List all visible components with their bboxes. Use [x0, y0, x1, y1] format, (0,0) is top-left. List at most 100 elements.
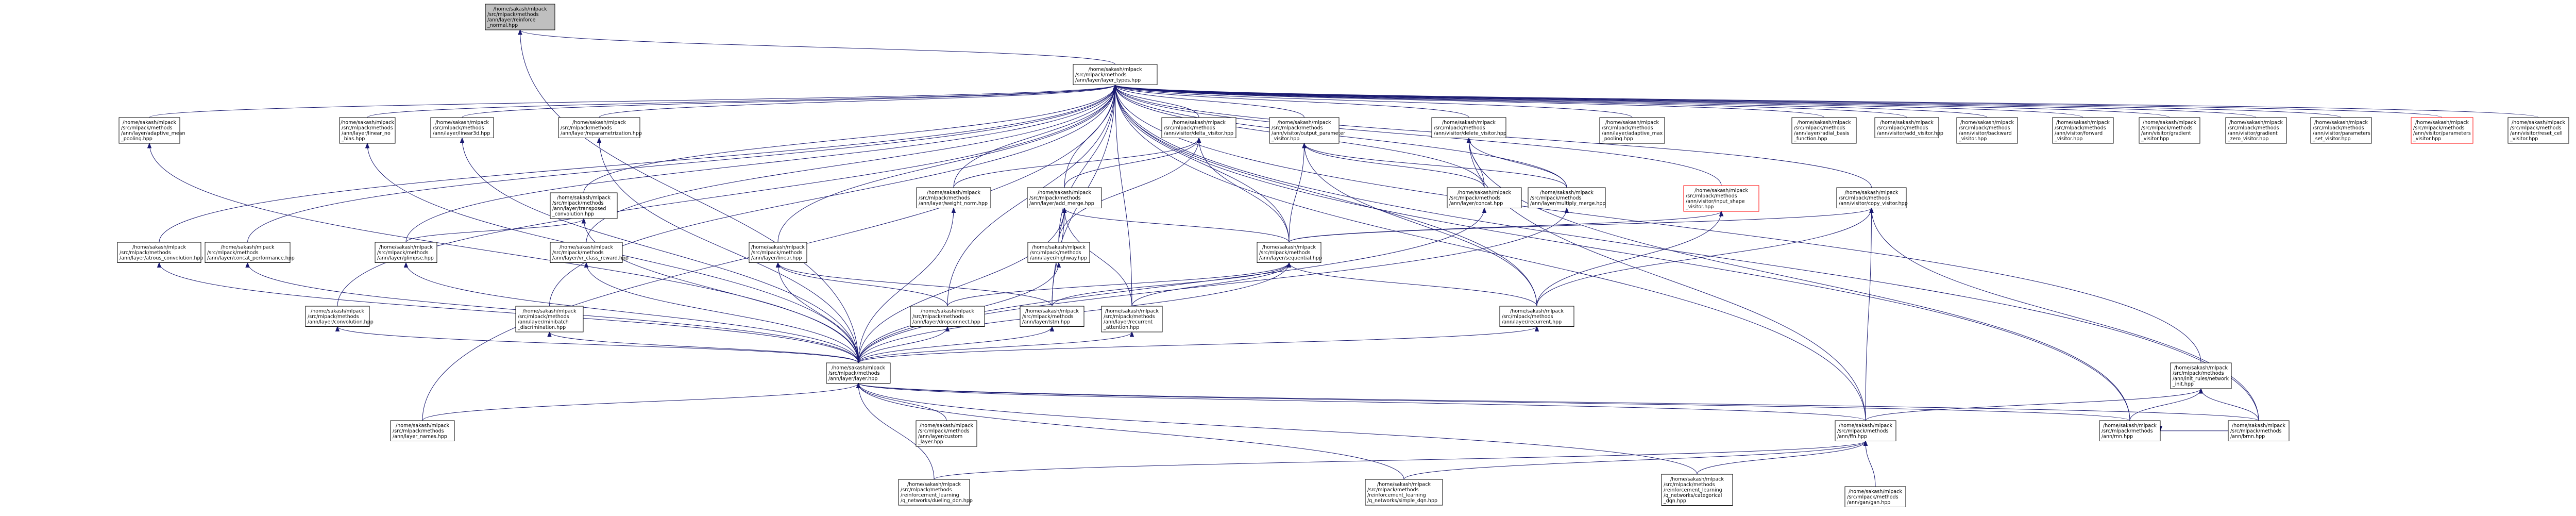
- file-node[interactable]: /home/sakash/mlpack/src/mlpack/methods/r…: [898, 479, 973, 506]
- edge-line: [1115, 85, 1469, 118]
- edge-line: [1536, 208, 1872, 307]
- node-label-line: /home/sakash/mlpack: [1442, 120, 1496, 126]
- edge-line: [159, 85, 1115, 243]
- file-node[interactable]: /home/sakash/mlpack/src/mlpack/methods/a…: [2310, 117, 2372, 144]
- edge-line: [520, 29, 859, 363]
- node-label-line: /home/sakash/mlpack: [1089, 67, 1142, 73]
- file-node[interactable]: /home/sakash/mlpack/src/mlpack/methods/a…: [2052, 117, 2114, 144]
- file-node[interactable]: /home/sakash/mlpack/src/mlpack/methods/a…: [2139, 117, 2200, 144]
- file-node[interactable]: /home/sakash/mlpack/src/mlpack/methods/a…: [1528, 187, 1606, 208]
- file-node[interactable]: /home/sakash/mlpack/src/mlpack/methods/a…: [118, 117, 185, 144]
- dependency-edge: [1064, 137, 1201, 188]
- file-node[interactable]: /home/sakash/mlpack/src/mlpack/methods/a…: [1027, 242, 1090, 263]
- dependency-edge: [858, 326, 1539, 363]
- file-node[interactable]: /home/sakash/mlpack/src/mlpack/methods/r…: [1365, 479, 1443, 506]
- edge-line: [1871, 208, 2259, 421]
- node-box: [1027, 187, 1102, 208]
- node-label-line: /ann/visitor/add_visitor.hpp: [1877, 131, 1943, 137]
- node-label-line: /ann/visitor/parameters: [2413, 131, 2471, 137]
- edge-line: [858, 383, 1866, 421]
- file-node[interactable]: /home/sakash/mlpack/src/mlpack/methods/a…: [2507, 117, 2569, 144]
- edge-arrowhead: [547, 331, 552, 337]
- file-node[interactable]: /home/sakash/mlpack/src/mlpack/methods/a…: [1161, 117, 1236, 138]
- file-node[interactable]: /home/sakash/mlpack/src/mlpack/methods/a…: [2228, 420, 2290, 441]
- dependency-edge: [1302, 142, 1485, 188]
- file-node[interactable]: /home/sakash/mlpack/src/mlpack/methods/a…: [1431, 117, 1506, 138]
- file-node[interactable]: /home/sakash/mlpack/src/mlpack/methods/a…: [826, 362, 891, 384]
- node-label-line: /ann/visitor/reset_cell: [2510, 131, 2563, 137]
- node-label-line: /ann/layer/linear3d.hpp: [433, 131, 490, 137]
- file-node[interactable]: /home/sakash/mlpack/src/mlpack/methods/a…: [1101, 306, 1163, 332]
- node-label-line: /src/mlpack/methods: [377, 250, 429, 256]
- file-node[interactable]: /home/sakash/mlpack/src/mlpack/methods/a…: [375, 242, 437, 263]
- file-node[interactable]: /home/sakash/mlpack/src/mlpack/methods/a…: [205, 242, 295, 263]
- file-node[interactable]: /home/sakash/mlpack/src/mlpack/methods/a…: [2170, 362, 2232, 389]
- file-node[interactable]: /home/sakash/mlpack/src/mlpack/methods/a…: [1257, 242, 1322, 263]
- file-node[interactable]: /home/sakash/mlpack/src/mlpack/methods/a…: [916, 187, 991, 208]
- file-node[interactable]: /home/sakash/mlpack/src/mlpack/methods/a…: [1020, 306, 1084, 327]
- file-node[interactable]: /home/sakash/mlpack/src/mlpack/methods/a…: [2225, 117, 2287, 144]
- file-node[interactable]: /home/sakash/mlpack/src/mlpack/methods/a…: [1499, 306, 1574, 327]
- node-label-line: /src/mlpack/methods: [1837, 428, 1889, 434]
- edge-line: [1115, 85, 2130, 421]
- file-node[interactable]: /home/sakash/mlpack/src/mlpack/methods/a…: [2411, 117, 2473, 144]
- edge-line: [405, 262, 859, 363]
- file-node[interactable]: /home/sakash/mlpack/src/mlpack/methods/a…: [550, 242, 629, 263]
- file-node[interactable]: /home/sakash/mlpack/src/mlpack/methods/a…: [910, 306, 985, 327]
- file-node[interactable]: /home/sakash/mlpack/src/mlpack/methods/a…: [430, 117, 494, 138]
- file-node[interactable]: /home/sakash/mlpack/src/mlpack/methods/a…: [2099, 420, 2161, 441]
- edge-arrowhead: [245, 262, 250, 268]
- file-node[interactable]: /home/sakash/mlpack/src/mlpack/methods/a…: [1269, 117, 1345, 144]
- node-box: [1599, 117, 1665, 144]
- node-box: [485, 4, 555, 30]
- node-box: [117, 242, 201, 263]
- node-label-line: /src/mlpack/methods: [121, 125, 173, 131]
- file-node[interactable]: /home/sakash/mlpack/src/mlpack/methods/a…: [1073, 64, 1158, 85]
- dependency-edge: [405, 218, 586, 243]
- file-node[interactable]: /home/sakash/mlpack/src/mlpack/methods/a…: [1027, 187, 1102, 208]
- node-label-line: /src/mlpack/methods: [487, 12, 539, 18]
- node-label-line: /src/mlpack/methods: [1022, 314, 1074, 320]
- edge-arrowhead: [1564, 207, 1569, 213]
- node-box: [1431, 117, 1506, 138]
- file-node[interactable]: /home/sakash/mlpack/src/mlpack/methods/a…: [1956, 117, 2018, 144]
- file-node[interactable]: /home/sakash/mlpack/src/mlpack/methods/a…: [1599, 117, 1665, 144]
- file-node[interactable]: /home/sakash/mlpack/src/mlpack/methods/a…: [1791, 117, 1857, 144]
- edge-line: [149, 143, 859, 363]
- file-node[interactable]: /home/sakash/mlpack/src/mlpack/methods/a…: [1835, 420, 1896, 441]
- node-label-line: /src/mlpack/methods: [751, 250, 803, 256]
- node-label-line: /ann/layer/adaptive_max: [1602, 131, 1663, 137]
- edge-line: [1865, 208, 1872, 421]
- file-node[interactable]: /home/sakash/mlpack/src/mlpack/methods/a…: [1836, 187, 1908, 208]
- file-node[interactable]: /home/sakash/mlpack/src/mlpack/methods/a…: [1683, 185, 1759, 212]
- edge-line: [858, 326, 1053, 363]
- file-node[interactable]: /home/sakash/mlpack/src/mlpack/methods/a…: [1844, 486, 1906, 507]
- file-node[interactable]: /home/sakash/mlpack/src/mlpack/methods/a…: [749, 242, 807, 263]
- node-label-line: /src/mlpack/methods: [1272, 125, 1323, 131]
- file-node[interactable]: /home/sakash/mlpack/src/mlpack/methods/a…: [550, 192, 618, 219]
- node-box: [1027, 242, 1090, 263]
- file-node[interactable]: /home/sakash/mlpack/src/mlpack/methods/a…: [558, 117, 642, 138]
- node-label-line: /home/sakash/mlpack: [1960, 120, 2014, 126]
- edge-line: [858, 383, 1698, 475]
- edge-arrowhead: [1534, 326, 1539, 331]
- edge-line: [549, 85, 1115, 307]
- file-node[interactable]: /home/sakash/mlpack/src/mlpack/methods/a…: [117, 242, 204, 263]
- node-label-line: /src/mlpack/methods: [552, 250, 604, 256]
- node-label-line: /ann/layer/adaptive_mean: [121, 131, 185, 137]
- node-label-line: /ann/visitor/gradient: [2141, 131, 2191, 137]
- node-label-line: /home/sakash/mlpack: [1540, 190, 1594, 196]
- edge-arrowhead: [775, 262, 781, 268]
- dependency-edge: [460, 137, 859, 363]
- file-node[interactable]: /home/sakash/mlpack/src/mlpack/methods/a…: [1874, 117, 1943, 138]
- dependency-edge: [858, 207, 1487, 363]
- file-node[interactable]: /home/sakash/mlpack/src/mlpack/methods/a…: [390, 420, 455, 441]
- file-node[interactable]: /home/sakash/mlpack/src/mlpack/methods/a…: [916, 420, 977, 447]
- file-node[interactable]: /home/sakash/mlpack/src/mlpack/methods/a…: [339, 117, 396, 144]
- file-node[interactable]: /home/sakash/mlpack/src/mlpack/methods/a…: [305, 306, 374, 327]
- dependency-edge: [157, 262, 859, 363]
- file-node[interactable]: /home/sakash/mlpack/src/mlpack/methods/a…: [515, 306, 584, 332]
- file-node[interactable]: /home/sakash/mlpack/src/mlpack/methods/r…: [1661, 474, 1733, 506]
- edge-arrowhead: [335, 326, 340, 331]
- file-node[interactable]: /home/sakash/mlpack/src/mlpack/methods/a…: [1447, 187, 1522, 208]
